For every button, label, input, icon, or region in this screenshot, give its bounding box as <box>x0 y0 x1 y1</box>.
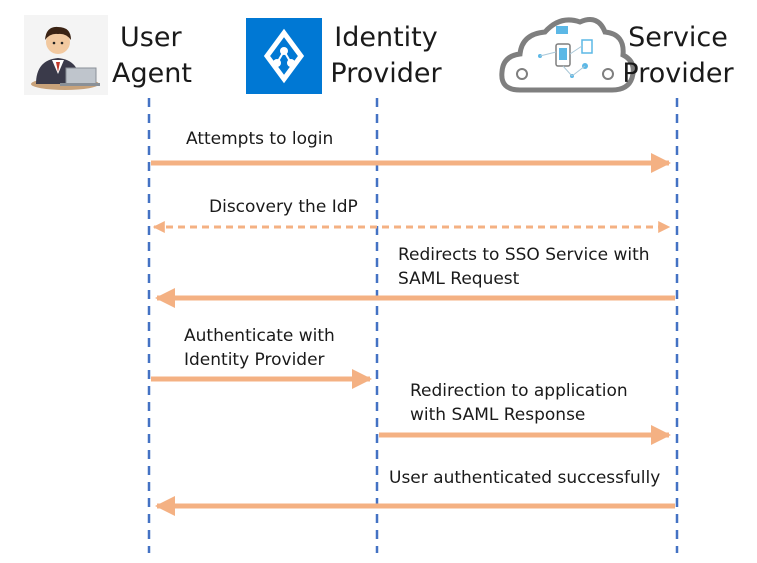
person-at-laptop-icon <box>24 15 108 95</box>
azure-active-directory-icon <box>246 18 322 94</box>
actor-label-user-agent: User Agent <box>112 20 192 92</box>
message-attempts-to-login: Attempts to login <box>186 127 333 151</box>
message-line1: Redirects to SSO Service with <box>398 245 650 265</box>
message-discovery-idp: Discovery the IdP <box>209 195 358 219</box>
message-line1: Discovery the IdP <box>209 197 358 217</box>
actor-label-service-provider: Service Provider <box>616 20 740 92</box>
actor-user-agent-line1: User <box>120 22 182 53</box>
message-line1: Redirection to application <box>410 381 628 401</box>
message-line1: Attempts to login <box>186 129 334 149</box>
actor-label-identity-provider: Identity Provider <box>326 20 446 92</box>
message-line2: with SAML Response <box>410 405 586 425</box>
actor-service-provider-line1: Service <box>628 22 728 53</box>
actor-user-agent-line2: Agent <box>112 58 192 89</box>
message-user-authenticated: User authenticated successfully <box>389 466 660 490</box>
message-line2: Identity Provider <box>184 350 325 370</box>
message-line2: SAML Request <box>398 269 520 289</box>
actor-service-provider-line2: Provider <box>622 58 734 89</box>
message-authenticate-idp: Authenticate with Identity Provider <box>184 324 335 372</box>
message-line1: User authenticated successfully <box>389 468 661 488</box>
cloud-services-icon <box>499 17 636 93</box>
message-redirection-app: Redirection to application with SAML Res… <box>410 379 628 427</box>
message-redirects-sso: Redirects to SSO Service with SAML Reque… <box>398 243 650 291</box>
message-line1: Authenticate with <box>184 326 335 346</box>
actor-identity-provider-line2: Provider <box>330 58 442 89</box>
actor-identity-provider-line1: Identity <box>334 22 438 53</box>
